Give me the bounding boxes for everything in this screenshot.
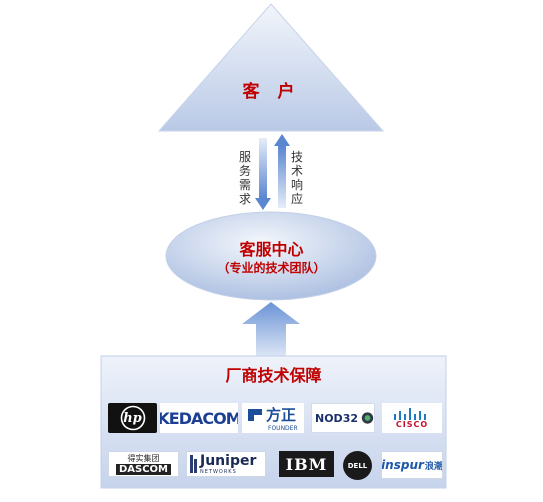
- customer-triangle: [157, 3, 385, 132]
- juniper-logo-text: Juniper: [200, 453, 257, 469]
- inspur-logo-text: inspur: [381, 458, 424, 472]
- ibm-logo: IBM: [279, 451, 334, 477]
- inspur-logo: inspur 浪潮: [381, 451, 443, 479]
- service-demand-label: 服务需求: [238, 150, 251, 206]
- inspur-logo-sub: 浪潮: [424, 461, 443, 472]
- service-center-title: 客服中心: [239, 240, 304, 259]
- hp-logo-text: hp: [123, 410, 142, 426]
- founder-logo-sub: FOUNDER: [268, 425, 298, 432]
- service-center-ellipse: [165, 211, 377, 301]
- dascom-logo-sub: 得实集团: [127, 454, 160, 463]
- nod32-eye-icon: [361, 412, 374, 424]
- kedacom-logo-text: KEDACOM: [160, 408, 238, 428]
- tech-response-arrow: [274, 134, 290, 208]
- dascom-logo-text: DASCOM: [115, 464, 172, 475]
- hp-logo: hp: [108, 403, 157, 433]
- founder-mark-icon: [248, 408, 262, 421]
- customer-label: 客 户: [242, 82, 301, 102]
- service-center-subtitle: （专业的技术团队）: [217, 261, 326, 275]
- founder-logo-text: 方正: [266, 406, 297, 424]
- nod32-logo-text: NOD32: [315, 411, 358, 425]
- cisco-logo: CISCO: [382, 403, 442, 433]
- service-demand-arrow: [255, 138, 271, 210]
- vendor-panel-title: 厂商技术保障: [225, 366, 322, 385]
- vendor-support-arrow: [242, 302, 300, 358]
- cisco-logo-text: CISCO: [395, 419, 429, 429]
- nod32-logo: NOD32: [311, 403, 375, 433]
- founder-logo: 方正 FOUNDER: [242, 403, 304, 433]
- dell-logo-text: DELL: [347, 461, 368, 470]
- dell-logo: DELL: [343, 451, 372, 480]
- tech-response-label: 技术响应: [290, 150, 303, 206]
- dascom-logo: 得实集团 DASCOM: [108, 451, 179, 477]
- cisco-bars-icon: [394, 407, 426, 420]
- kedacom-logo: KEDACOM: [160, 403, 238, 433]
- ibm-logo-text: IBM: [285, 454, 328, 474]
- juniper-logo: Juniper NETWORKS: [186, 451, 266, 477]
- juniper-mark-icon: [190, 455, 197, 473]
- hp-circle-icon: [120, 405, 145, 431]
- juniper-logo-sub: NETWORKS: [200, 469, 237, 475]
